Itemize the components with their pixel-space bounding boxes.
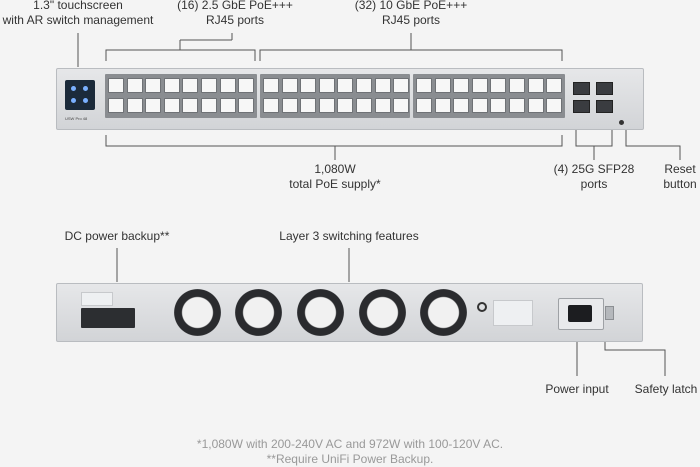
rj45-port[interactable] xyxy=(182,98,199,113)
rj45-port[interactable] xyxy=(201,78,217,93)
ubiquiti-logo-icon xyxy=(477,302,487,312)
tengbe-ports-label: (32) 10 GbE PoE+++ RJ45 ports xyxy=(354,0,468,27)
model-name: USW Pro 48 xyxy=(65,116,88,121)
rj45-port[interactable] xyxy=(509,98,525,113)
rj45-port[interactable] xyxy=(281,98,298,113)
rj45-port[interactable] xyxy=(546,98,563,113)
rj45-port[interactable] xyxy=(337,78,354,93)
fan-4 xyxy=(359,289,406,336)
fan-3 xyxy=(297,289,344,336)
rj45-port[interactable] xyxy=(337,98,354,113)
rj45-port[interactable] xyxy=(238,78,255,93)
power-input-label: Power input xyxy=(545,382,609,396)
safety-latch-clip[interactable] xyxy=(605,306,614,320)
rj45-port[interactable] xyxy=(219,98,236,113)
rj45-port[interactable] xyxy=(509,78,525,93)
fan-5 xyxy=(420,289,467,336)
poe-supply-label: 1,080W total PoE supply* xyxy=(289,162,381,191)
reset-pinhole[interactable] xyxy=(619,120,624,125)
rj45-port[interactable] xyxy=(318,78,335,93)
rj45-port[interactable] xyxy=(126,98,143,113)
dc-power-connector xyxy=(81,308,135,328)
ac-power-inlet xyxy=(558,298,604,330)
rj45-port[interactable] xyxy=(263,98,279,113)
safety-latch-label: Safety latch xyxy=(634,382,698,396)
sfp28-cage[interactable] xyxy=(573,82,590,95)
rj45-port[interactable] xyxy=(300,98,317,113)
rj45-port[interactable] xyxy=(471,78,488,93)
rj45-port[interactable] xyxy=(318,98,335,113)
rj45-port[interactable] xyxy=(527,78,544,93)
rj45-port[interactable] xyxy=(201,98,217,113)
rj45-port[interactable] xyxy=(453,78,470,93)
rj45-port[interactable] xyxy=(546,78,563,93)
rj45-port[interactable] xyxy=(145,98,162,113)
rating-label xyxy=(493,300,533,326)
rj45-port[interactable] xyxy=(163,78,180,93)
rj45-port[interactable] xyxy=(263,78,279,93)
touchscreen-display[interactable] xyxy=(65,80,95,110)
sfp28-cage[interactable] xyxy=(573,100,590,113)
footnote-backup: **Require UniFi Power Backup. xyxy=(266,452,434,466)
sfp28-cage[interactable] xyxy=(596,100,613,113)
rj45-port[interactable] xyxy=(108,78,124,93)
reset-button-label: Reset button xyxy=(663,162,697,191)
fan-1 xyxy=(174,289,221,336)
rj45-port[interactable] xyxy=(374,78,391,93)
rj45-port[interactable] xyxy=(356,78,372,93)
rj45-port[interactable] xyxy=(393,78,410,93)
gbe-ports-label: (16) 2.5 GbE PoE+++ RJ45 ports xyxy=(177,0,293,27)
rj45-port[interactable] xyxy=(219,78,236,93)
rj45-port[interactable] xyxy=(300,78,317,93)
fan-2 xyxy=(235,289,282,336)
rj45-port[interactable] xyxy=(471,98,488,113)
rj45-port[interactable] xyxy=(281,78,298,93)
rj45-port[interactable] xyxy=(374,98,391,113)
rj45-port[interactable] xyxy=(163,98,180,113)
switch-front-panel: USW Pro 48 xyxy=(56,68,644,130)
layer3-label: Layer 3 switching features xyxy=(279,229,419,243)
rj45-port[interactable] xyxy=(145,78,162,93)
rj45-port[interactable] xyxy=(108,98,124,113)
rj45-port[interactable] xyxy=(527,98,544,113)
rj45-port[interactable] xyxy=(434,98,451,113)
rj45-port[interactable] xyxy=(182,78,199,93)
rj45-port[interactable] xyxy=(126,78,143,93)
rj45-port[interactable] xyxy=(393,98,410,113)
sfp28-cage[interactable] xyxy=(596,82,613,95)
rj45-port[interactable] xyxy=(434,78,451,93)
sfp28-label: (4) 25G SFP28 ports xyxy=(553,162,635,191)
rj45-port[interactable] xyxy=(490,98,507,113)
touchscreen-label: 1.3" touchscreen with AR switch manageme… xyxy=(2,0,154,27)
rj45-port[interactable] xyxy=(490,78,507,93)
footnote-poe: *1,080W with 200-240V AC and 972W with 1… xyxy=(196,437,504,451)
rj45-port[interactable] xyxy=(356,98,372,113)
rj45-port[interactable] xyxy=(416,98,432,113)
dc-power-label: DC power backup** xyxy=(64,229,170,243)
switch-rear-panel xyxy=(56,283,643,342)
rj45-port[interactable] xyxy=(453,98,470,113)
rj45-port[interactable] xyxy=(416,78,432,93)
serial-sticker xyxy=(81,292,113,306)
rj45-port[interactable] xyxy=(238,98,255,113)
